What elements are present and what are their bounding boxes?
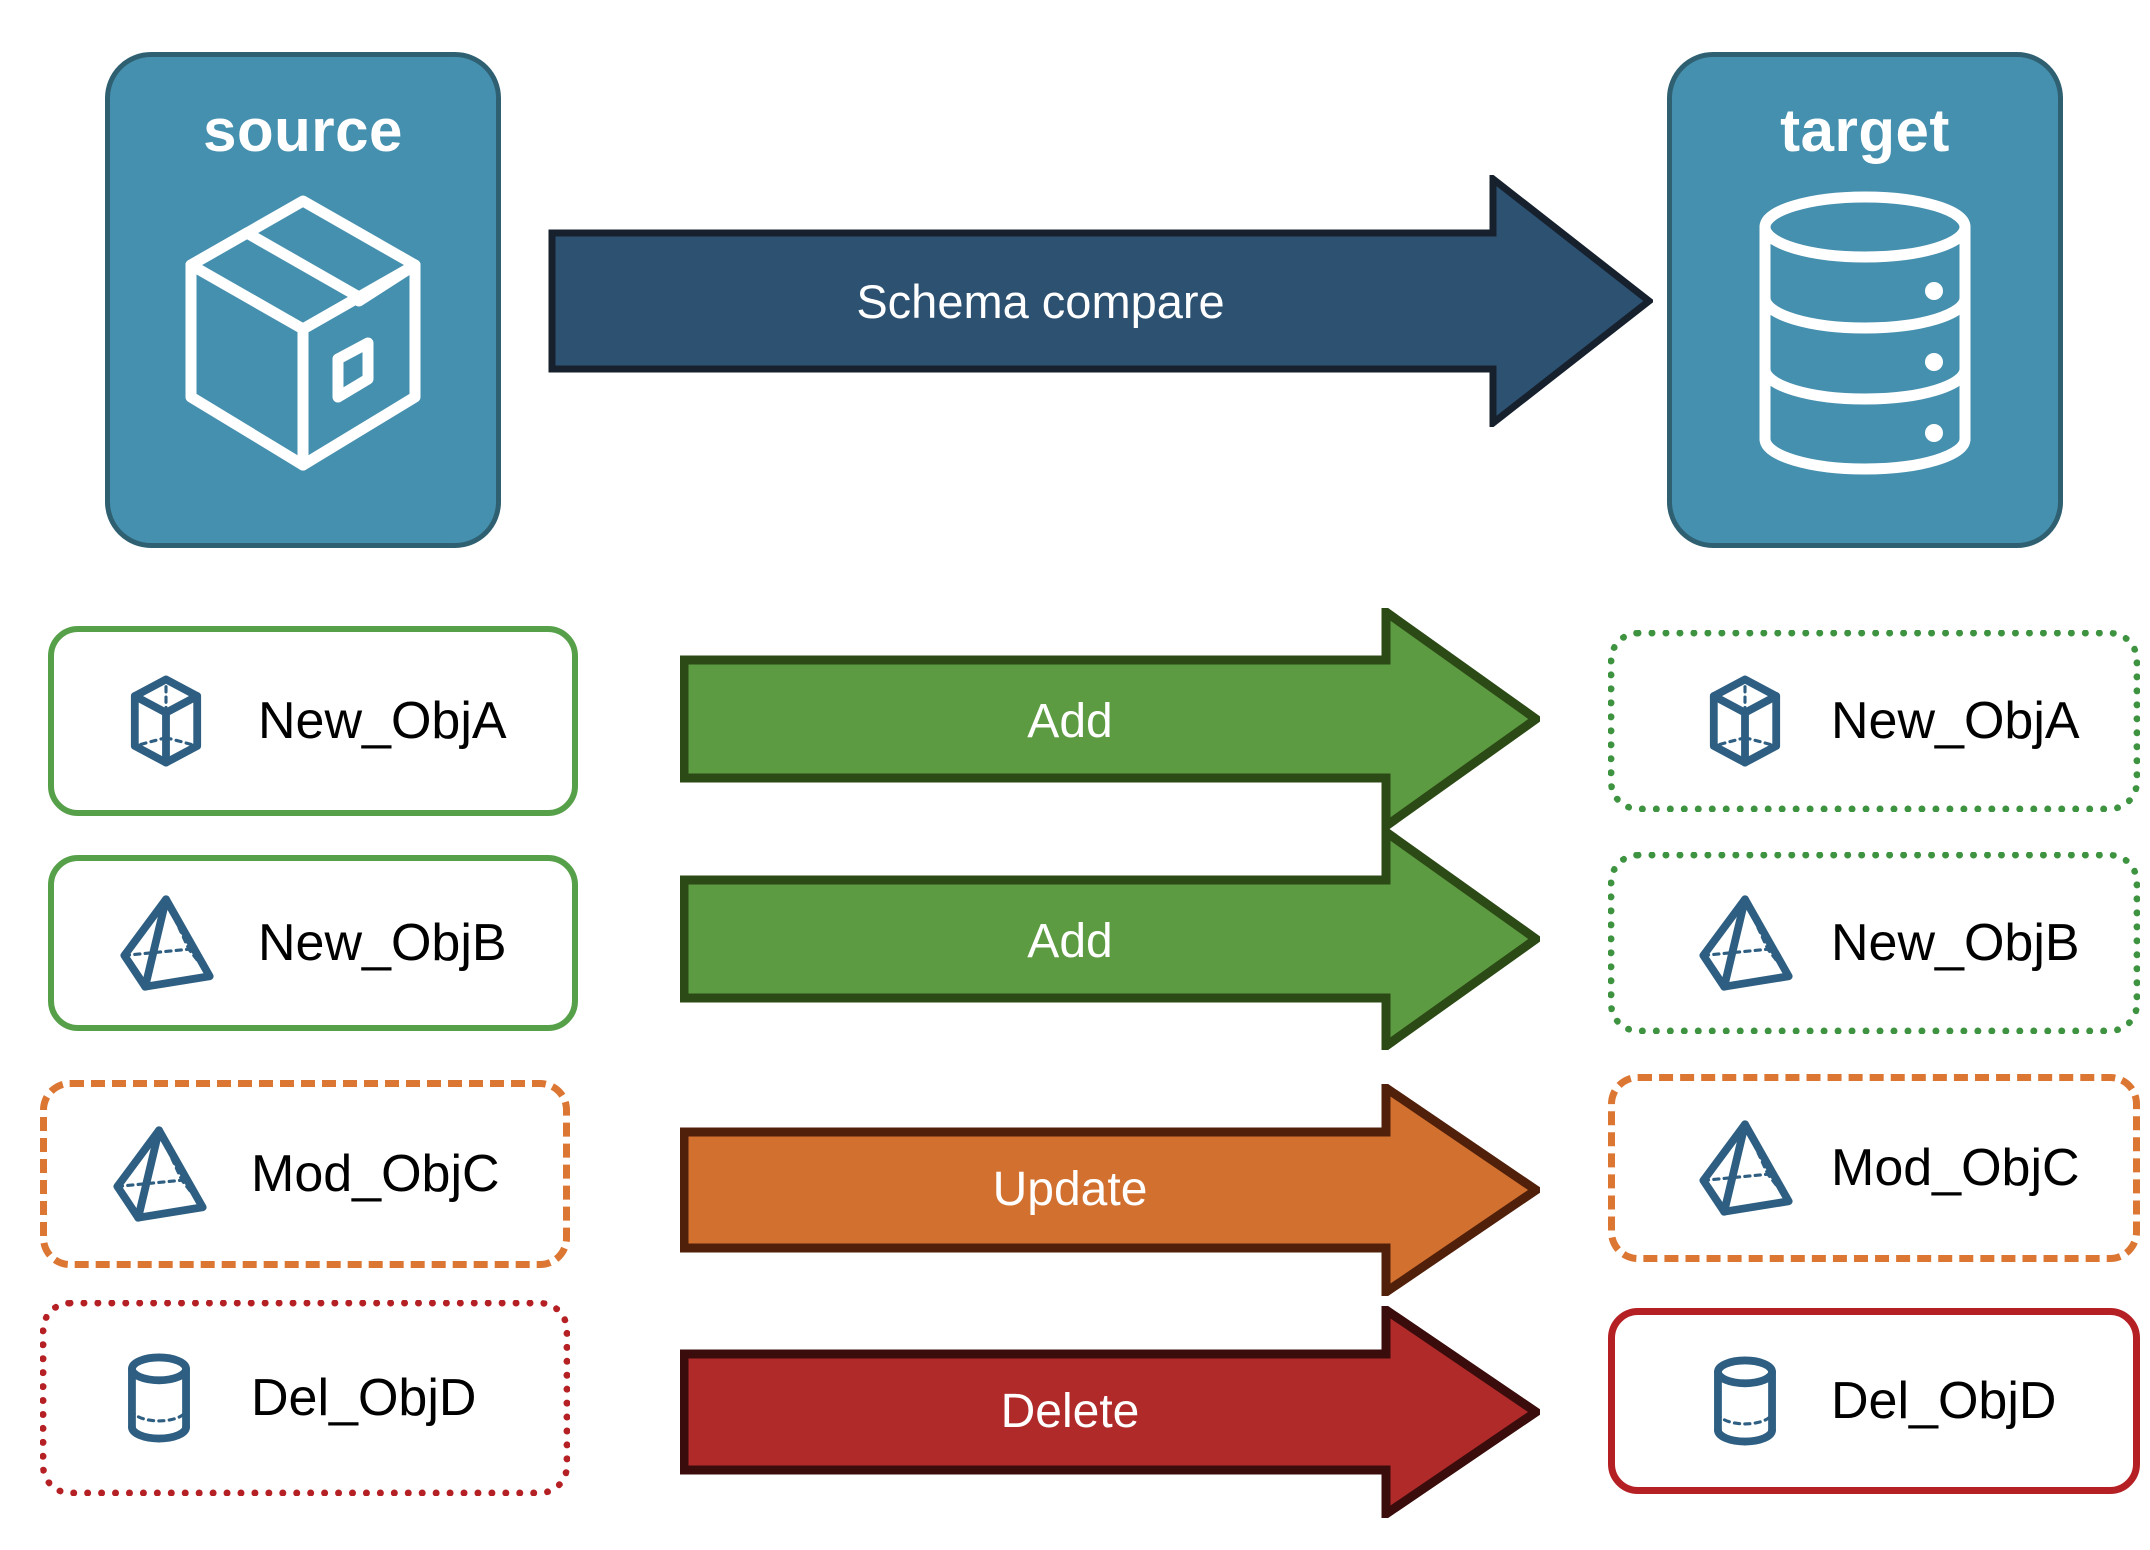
wireframe-pyramid-icon (1699, 895, 1793, 991)
delete-arrow-label: Delete (1000, 1385, 1140, 1438)
delete-arrow (680, 1306, 1540, 1518)
source-endpoint-title: source (203, 97, 403, 164)
wireframe-pyramid-icon (113, 1126, 207, 1222)
db-indicator-dot-2 (1925, 353, 1943, 371)
add-arrow-1 (680, 608, 1540, 830)
target-object-label-2: New_ObjB (1831, 914, 2080, 972)
target-object-label-3: Mod_ObjC (1831, 1139, 2080, 1197)
add-arrow-label-2: Add (1027, 915, 1113, 968)
target-object-row-3[interactable]: Mod_ObjC (1608, 1074, 2140, 1262)
source-object-row-3[interactable]: Mod_ObjC (40, 1080, 570, 1268)
database-cylinder-icon (1759, 191, 1971, 475)
db-indicator-dot-3 (1925, 424, 1943, 442)
target-object-row-4[interactable]: Del_ObjD (1608, 1308, 2140, 1494)
source-endpoint-panel[interactable]: source (105, 52, 501, 548)
update-arrow-label: Update (992, 1163, 1148, 1216)
target-endpoint-panel[interactable]: target (1667, 52, 2063, 548)
wireframe-pyramid-icon (120, 895, 214, 991)
add-arrow-2 (680, 828, 1540, 1050)
db-indicator-dot-1 (1925, 282, 1943, 300)
target-endpoint-title: target (1780, 97, 1950, 164)
wireframe-cylinder-icon (128, 1353, 190, 1443)
wireframe-pyramid-icon (1699, 1120, 1793, 1216)
target-object-row-2[interactable]: New_ObjB (1608, 852, 2140, 1034)
wireframe-cylinder-icon (1714, 1356, 1776, 1446)
target-object-row-1[interactable]: New_ObjA (1608, 630, 2140, 812)
source-object-row-2[interactable]: New_ObjB (48, 855, 578, 1031)
package-box-icon (185, 195, 421, 471)
wireframe-cube-icon (130, 675, 202, 767)
schema-compare-arrow (548, 175, 1653, 427)
target-object-label-1: New_ObjA (1831, 692, 2080, 750)
source-object-label-1: New_ObjA (258, 692, 507, 750)
update-arrow (680, 1084, 1540, 1296)
source-object-row-4[interactable]: Del_ObjD (40, 1300, 570, 1496)
source-object-label-2: New_ObjB (258, 914, 507, 972)
source-object-label-4: Del_ObjD (251, 1369, 477, 1427)
source-object-row-1[interactable]: New_ObjA (48, 626, 578, 816)
source-object-label-3: Mod_ObjC (251, 1145, 500, 1203)
schema-compare-arrow-label: Schema compare (856, 275, 1225, 328)
add-arrow-label-1: Add (1027, 695, 1113, 748)
wireframe-cube-icon (1709, 675, 1781, 767)
target-object-label-4: Del_ObjD (1831, 1372, 2057, 1430)
